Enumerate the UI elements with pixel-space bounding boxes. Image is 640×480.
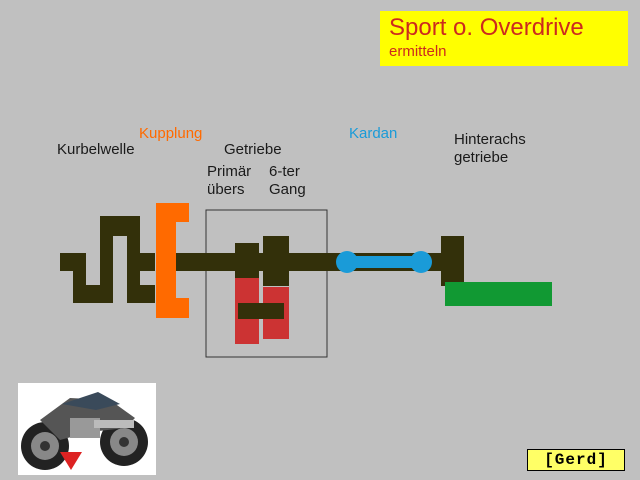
logo-gerd: [Gerd] bbox=[527, 449, 625, 471]
label-kurbelwelle: Kurbelwelle bbox=[57, 141, 135, 158]
kardan-shaft bbox=[346, 256, 420, 268]
crankshaft-to-clutch bbox=[140, 253, 155, 271]
kardan-joint-rear bbox=[410, 251, 432, 273]
page-subtitle: ermitteln bbox=[389, 43, 447, 60]
red-arrow-icon bbox=[60, 452, 82, 470]
rear-wheel-gear bbox=[445, 282, 552, 306]
label-hinterachs-2: getriebe bbox=[454, 149, 509, 166]
primary-gear-dark bbox=[235, 243, 259, 278]
label-hinterachs-1: Hinterachs bbox=[454, 131, 526, 148]
title-box bbox=[380, 11, 628, 66]
label-getriebe: Getriebe bbox=[224, 141, 282, 158]
page-title: Sport o. Overdrive bbox=[389, 14, 584, 41]
kardan-joint-front bbox=[336, 251, 358, 273]
label-primaer-2: übers bbox=[207, 181, 245, 198]
countershaft bbox=[238, 303, 284, 319]
logo-text: Gerd bbox=[554, 451, 598, 469]
motorcycle-icon bbox=[18, 383, 156, 475]
crankshaft-web-right bbox=[127, 216, 140, 303]
label-gang-2: Gang bbox=[269, 181, 306, 198]
sixth-gear-dark bbox=[263, 236, 289, 286]
rear-drive-pinion bbox=[441, 236, 464, 286]
label-kupplung: Kupplung bbox=[139, 125, 203, 142]
gearbox-housing bbox=[205, 209, 328, 358]
crankshaft-web-mid bbox=[100, 216, 113, 303]
crankshaft-pin-low-2 bbox=[127, 285, 155, 303]
crankshaft bbox=[60, 216, 155, 303]
label-primaer-1: Primär bbox=[207, 163, 252, 180]
label-gang-1: 6-ter bbox=[269, 163, 300, 180]
label-kardan: Kardan bbox=[349, 125, 398, 142]
